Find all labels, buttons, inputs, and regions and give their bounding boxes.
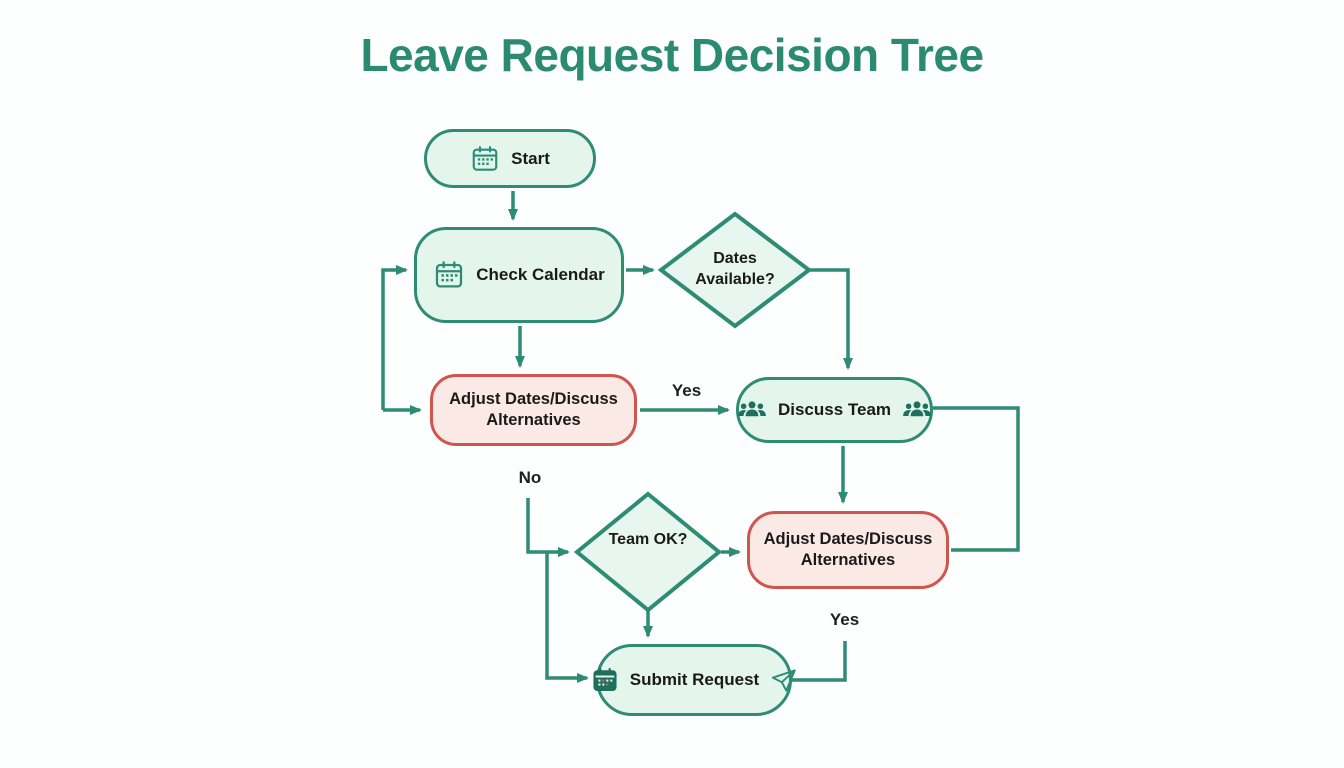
edge-no-to-teamok: [526, 498, 570, 557]
edge-label-yes-top: Yes: [671, 381, 702, 400]
decision-dates-available-shape: [657, 211, 813, 329]
node-discuss-team-label: Discuss Team: [777, 400, 892, 419]
team-icon: [737, 400, 767, 421]
edge-submit-yes-line: [791, 641, 847, 682]
calendar-icon: [591, 666, 619, 694]
calendar-icon: [470, 144, 500, 174]
node-start-label: Start: [511, 148, 550, 168]
node-adjust-dates-2: Adjust Dates/Discuss Alternatives: [747, 511, 949, 589]
paper-plane-icon: [770, 667, 797, 694]
node-check-calendar-label: Check Calendar: [476, 265, 605, 284]
edge-loop-to-check: [381, 265, 408, 410]
node-adjust-dates-1-label: Adjust Dates/Discuss Alternatives: [449, 389, 618, 429]
node-submit-request-label: Submit Request: [629, 670, 760, 689]
decision-dates-available-label: Dates Available?: [695, 250, 775, 288]
decision-team-ok-label: Team OK?: [608, 531, 688, 548]
page-title: Leave Request Decision Tree: [360, 29, 984, 81]
edge-label-no: No: [518, 468, 542, 487]
node-discuss-team: Discuss Team: [736, 377, 933, 443]
decision-team-ok-shape: [573, 491, 723, 613]
node-start: Start: [424, 129, 596, 188]
team-icon: [902, 400, 932, 421]
edge-label-yes-bottom: Yes: [829, 610, 860, 629]
node-adjust-dates-1: Adjust Dates/Discuss Alternatives: [430, 374, 637, 446]
calendar-icon: [433, 259, 465, 291]
edge-dates-to-discuss: [810, 268, 853, 370]
node-adjust-dates-2-label: Adjust Dates/Discuss Alternatives: [763, 529, 933, 569]
edge-discuss-right-loop: [933, 406, 1020, 552]
node-submit-request: Submit Request: [593, 644, 796, 716]
edge-no-branch-to-submit: [545, 552, 589, 683]
node-check-calendar: Check Calendar: [414, 227, 624, 323]
